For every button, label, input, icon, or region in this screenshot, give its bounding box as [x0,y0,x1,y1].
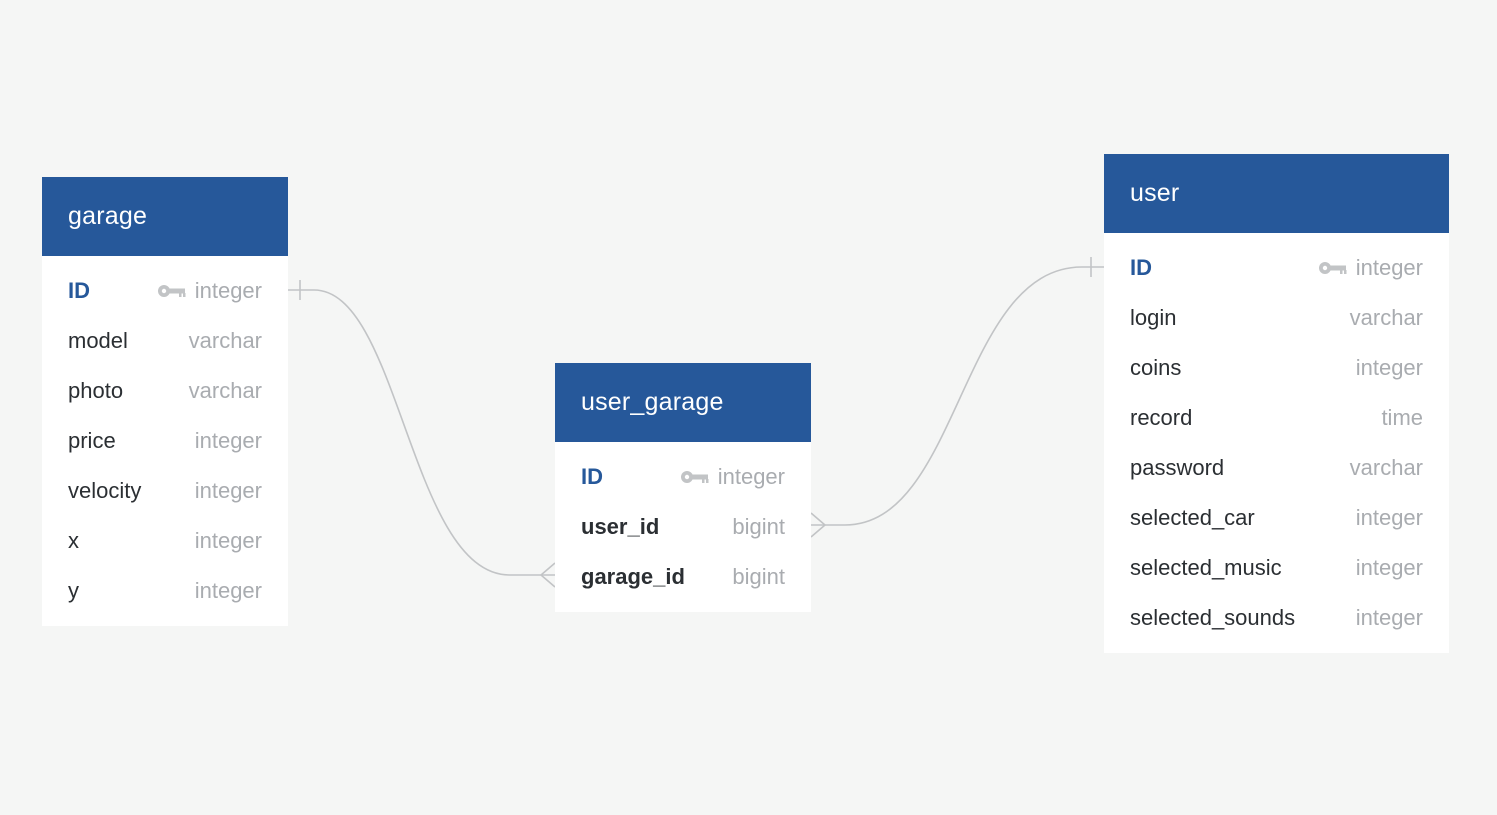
column-type: integer [194,528,262,553]
relationship-user-user-garage [810,257,1104,538]
column-name: garage_id [581,564,685,589]
column-row-garage-id[interactable]: garage_id bigint [555,552,811,602]
column-row-selected-sounds[interactable]: selected_sounds integer [1104,593,1449,643]
column-row-login[interactable]: login varchar [1104,293,1449,343]
column-name: selected_sounds [1130,605,1296,630]
column-name: login [1130,305,1177,330]
column-list: ID integer model varchar photo varchar p… [42,256,288,626]
column-name: record [1130,405,1193,430]
column-row-selected-music[interactable]: selected_music integer [1104,543,1449,593]
table-header-user-garage[interactable]: user_garage [555,363,811,442]
column-type: varchar [1349,455,1423,480]
key-icon [157,283,187,299]
column-name: ID [68,278,90,303]
column-row-photo[interactable]: photo varchar [42,366,288,416]
column-type: integer [194,578,262,603]
table-garage[interactable]: garage ID integer model varchar photo va… [42,177,288,626]
many-cardinality-mark-user-garage-garage-id [539,562,556,588]
column-row-id[interactable]: ID integer [555,452,811,502]
column-list: ID integer user_id bigint garage_id bigi… [555,442,811,612]
column-name: velocity [68,478,142,503]
column-type: integer [194,278,262,303]
many-cardinality-mark-user-garage-user-id [810,512,827,538]
column-row-y[interactable]: y integer [42,566,288,616]
column-type: integer [1355,355,1423,380]
column-row-price[interactable]: price integer [42,416,288,466]
column-name: coins [1130,355,1182,380]
column-type: varchar [188,378,262,403]
column-name: model [68,328,128,353]
key-icon [1318,260,1348,276]
column-name: ID [1130,255,1152,280]
column-type: integer [194,478,262,503]
table-header-garage[interactable]: garage [42,177,288,256]
column-row-model[interactable]: model varchar [42,316,288,366]
column-name: password [1130,455,1225,480]
column-type: integer [1355,255,1423,280]
table-title: user [1130,179,1180,207]
column-type: integer [194,428,262,453]
column-type: integer [1355,605,1423,630]
column-type: time [1381,405,1423,430]
column-row-x[interactable]: x integer [42,516,288,566]
column-name: y [68,578,79,603]
column-row-coins[interactable]: coins integer [1104,343,1449,393]
column-type: integer [717,464,785,489]
column-name: selected_music [1130,555,1282,580]
connector-line-garage-id-to-garage-id [288,289,555,576]
table-title: garage [68,202,148,230]
column-row-record[interactable]: record time [1104,393,1449,443]
column-list: ID integer login varchar coins integer r… [1104,233,1449,653]
table-title: user_garage [581,388,724,416]
column-type: bigint [732,564,785,589]
column-name: user_id [581,514,660,539]
column-row-id[interactable]: ID integer [1104,243,1449,293]
table-header-user[interactable]: user [1104,154,1449,233]
column-row-velocity[interactable]: velocity integer [42,466,288,516]
table-user[interactable]: user ID integer login varchar coins inte… [1104,154,1449,653]
relationship-garage-user-garage [288,280,556,588]
column-name: x [68,528,79,553]
column-name: photo [68,378,124,403]
column-type: varchar [188,328,262,353]
column-name: ID [581,464,603,489]
table-user-garage[interactable]: user_garage ID integer user_id bigint ga… [555,363,811,612]
connector-line-user-id-to-user-id [811,266,1104,526]
column-type: integer [1355,505,1423,530]
column-type: integer [1355,555,1423,580]
column-type: bigint [732,514,785,539]
column-name: price [68,428,116,453]
column-row-user-id[interactable]: user_id bigint [555,502,811,552]
column-type: varchar [1349,305,1423,330]
key-icon [680,469,710,485]
column-row-password[interactable]: password varchar [1104,443,1449,493]
column-row-selected-car[interactable]: selected_car integer [1104,493,1449,543]
column-name: selected_car [1130,505,1255,530]
column-row-id[interactable]: ID integer [42,266,288,316]
